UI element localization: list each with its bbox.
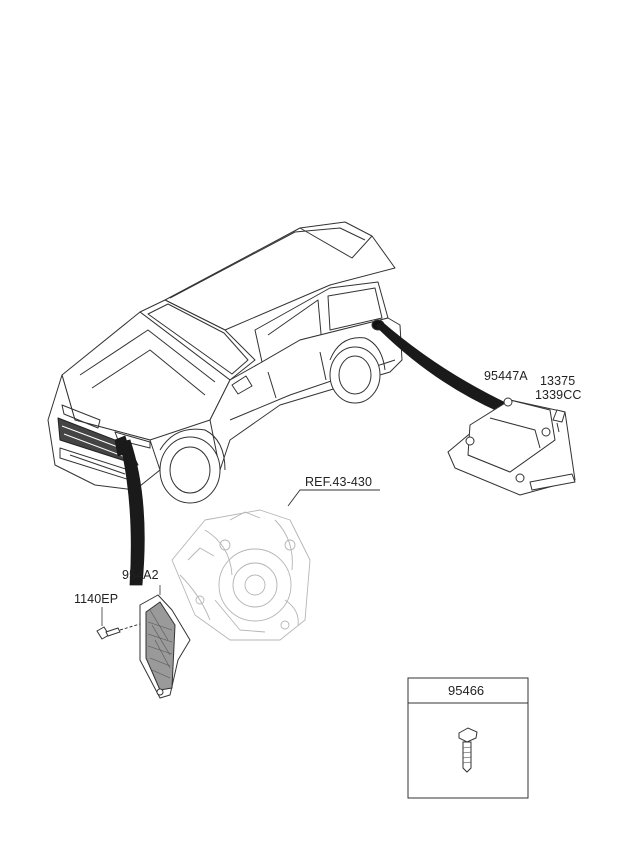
bolt-1140ep-part bbox=[96, 623, 141, 640]
leader-wedges bbox=[114, 321, 511, 586]
sensor-mount-mark bbox=[114, 435, 131, 457]
airbag-module-label: 95447A bbox=[484, 369, 528, 383]
leader-to-airbag-module bbox=[375, 321, 511, 413]
vehicle-illustration bbox=[47, 221, 403, 504]
sensor-part bbox=[139, 594, 191, 699]
ref-leader-line bbox=[287, 489, 380, 507]
bolt-13375-label: 13375 bbox=[540, 374, 576, 388]
bolt-1140ep-label: 1140EP bbox=[74, 592, 119, 606]
bolt-1339cc-label: 1339CC bbox=[535, 388, 582, 402]
inset-part-label: 95466 bbox=[448, 683, 485, 698]
inset-bolt-part bbox=[458, 727, 478, 773]
ref-label: REF.43-430 bbox=[305, 475, 373, 489]
transmission-ref-illustration bbox=[171, 509, 311, 641]
sensor-label: 954A2 bbox=[122, 568, 159, 582]
leader-to-sensor bbox=[119, 439, 145, 586]
airbag-module-part bbox=[447, 397, 576, 496]
